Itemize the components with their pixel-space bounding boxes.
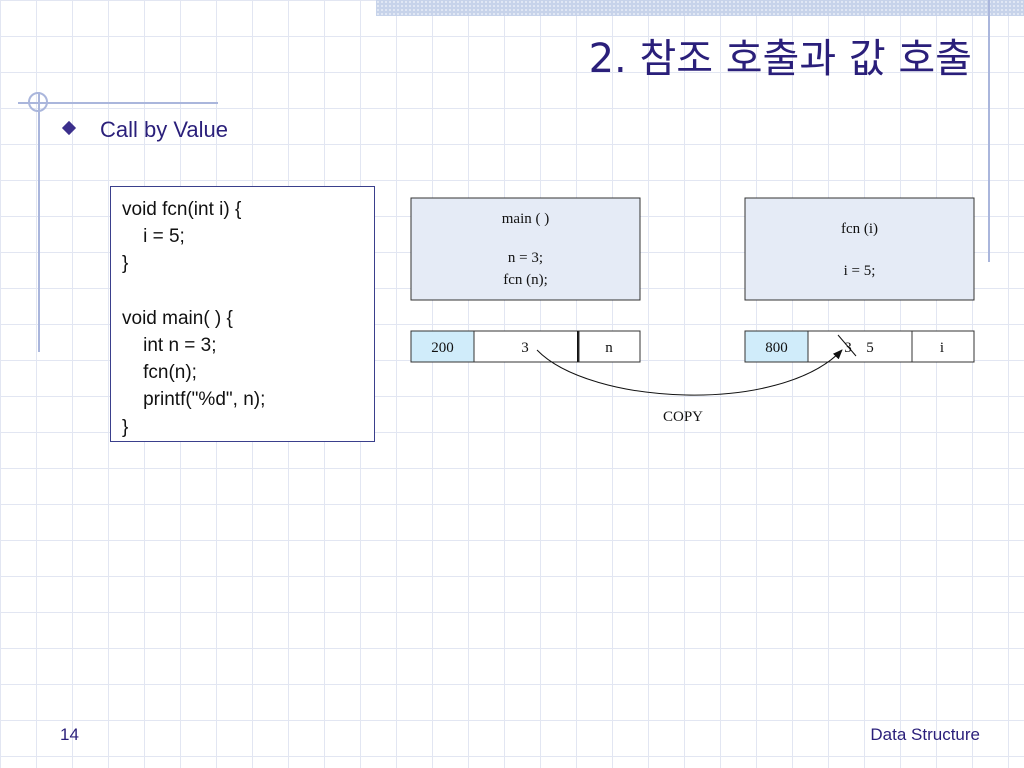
- fcn-var-address: 800: [765, 340, 788, 356]
- copy-arrow: [536, 349, 843, 396]
- main-frame-line-1: n = 3;: [508, 250, 543, 266]
- page-number: 14: [60, 725, 79, 744]
- copy-label: COPY: [663, 409, 703, 425]
- code-line: printf("%d", n);: [122, 389, 266, 411]
- main-frame-name: main ( ): [502, 211, 549, 227]
- code-box: void fcn(int i) { i = 5; } void main( ) …: [110, 186, 375, 442]
- course-name: Data Structure: [870, 725, 980, 744]
- code-line: void fcn(int i) {: [122, 199, 242, 220]
- code-line: int n = 3;: [122, 334, 217, 356]
- fcn-var-new-value: 5: [866, 340, 874, 356]
- main-var-value-cell: [473, 330, 579, 363]
- code-line: i = 5;: [122, 226, 185, 248]
- old-value-strikethrough: [837, 334, 857, 357]
- fcn-var-name: i: [940, 340, 944, 356]
- main-var-value: 3: [521, 340, 529, 356]
- fcn-var-name-cell: [911, 330, 975, 363]
- main-frame-box: [410, 197, 641, 301]
- code-line: fcn(n);: [122, 362, 197, 384]
- fcn-frame-box: [744, 197, 975, 301]
- title-underline-decor: [18, 102, 218, 104]
- fcn-var-old-value: 3: [844, 340, 852, 356]
- main-frame-line-2: fcn (n);: [503, 272, 548, 288]
- fcn-var-value-cell: [807, 330, 913, 363]
- main-var-address: 200: [431, 340, 454, 356]
- code-line: void main( ) {: [122, 307, 233, 329]
- left-decor-line: [38, 92, 40, 352]
- right-decor-line: [988, 0, 990, 262]
- fcn-frame-line-1: i = 5;: [844, 263, 876, 279]
- top-decor-band: [376, 0, 1024, 16]
- fcn-var-address-cell: [744, 330, 809, 363]
- main-var-address-cell: [410, 330, 475, 363]
- main-var-name: n: [605, 340, 613, 356]
- fcn-frame-name: fcn (i): [841, 221, 878, 237]
- code-line: }: [122, 253, 129, 275]
- code-line: }: [122, 416, 129, 438]
- bullet-call-by-value: Call by Value: [100, 117, 228, 142]
- slide-title: 2. 참조 호출과 값 호출: [588, 36, 972, 82]
- crosshair-decor-icon: [28, 92, 48, 112]
- main-var-name-cell: [578, 330, 641, 363]
